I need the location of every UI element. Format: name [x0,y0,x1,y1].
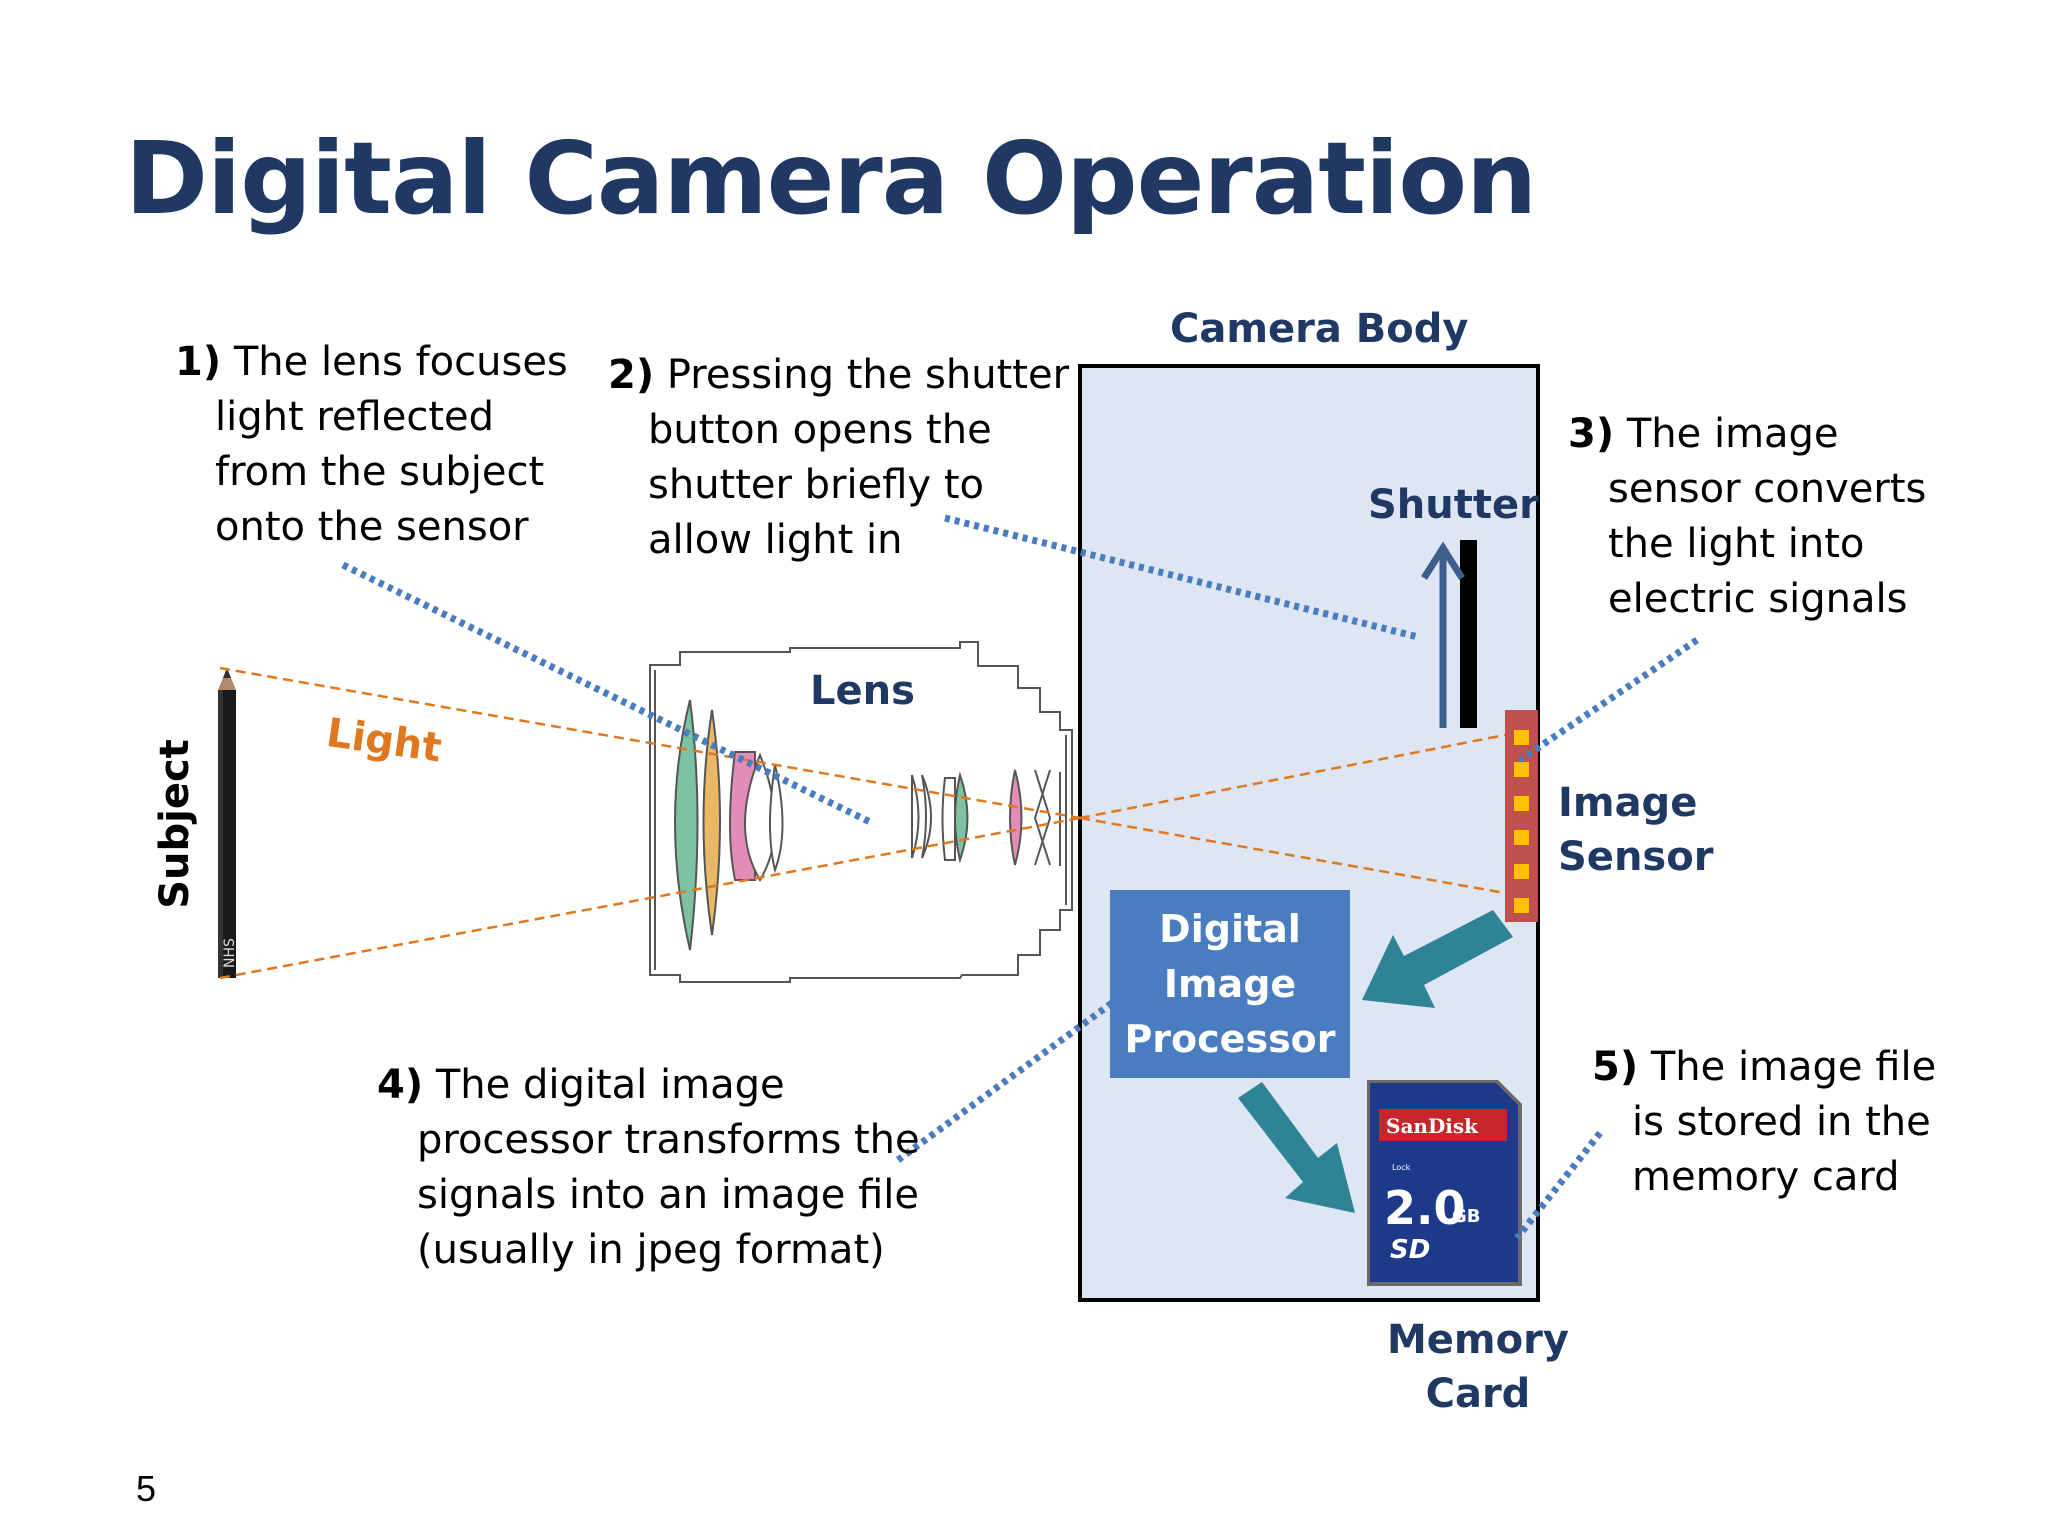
page-title: Digital Camera Operation [125,120,1537,237]
callout-4-number: 4) [377,1062,424,1108]
callout-3-line4: electric signals [1608,576,1908,622]
memory-card-label: Memory Card [1387,1313,1569,1421]
flow-arrow-icon [1238,910,1513,1213]
callout-2-number: 2) [608,352,655,398]
lens-icon [649,641,1073,983]
lens-label: Lens [810,668,915,714]
memory-card-label-line2: Card [1425,1371,1531,1417]
processor-label-line1: Digital [1159,906,1301,951]
processor-label-line2: Image [1163,961,1297,1006]
callout-5-number: 5) [1592,1044,1639,1090]
callout-1-line4: onto the sensor [215,504,529,550]
callout-1-line1: The lens focuses [233,339,568,385]
callout-1-line2: light reflected [215,394,495,440]
subject-label: Subject [152,739,198,909]
callout-3: 3) The image sensor converts the light i… [1568,407,1926,627]
sd-card-unit: GB [1452,1206,1481,1227]
image-sensor-label: Image Sensor [1558,776,1713,884]
callout-lines [341,514,1699,1241]
callout-5: 5) The image file is stored in the memor… [1592,1040,1936,1205]
pencil-icon: NHS [218,668,238,978]
callout-4-line3: signals into an image file [417,1172,920,1218]
sd-card-logo: SD [1390,1235,1430,1265]
slide-number: 5 [136,1468,157,1509]
image-sensor-label-line2: Sensor [1558,834,1714,880]
callout-4-line4: (usually in jpeg format) [417,1227,885,1273]
image-sensor-label-line1: Image [1558,780,1698,826]
callout-5-line3: memory card [1632,1154,1900,1200]
shutter-label: Shutter [1368,482,1539,528]
image-processor-box: Digital Image Processor [1110,890,1350,1078]
callout-5-line2: is stored in the [1632,1099,1931,1145]
image-sensor-icon [1505,710,1538,922]
callout-1-number: 1) [175,339,222,385]
callout-3-line2: sensor converts [1608,466,1927,512]
callout-1: 1) The lens focuses light reflected from… [175,335,568,555]
camera-body-label: Camera Body [1170,306,1469,352]
callout-5-line1: The image file [1650,1044,1937,1090]
callout-2-line2: button opens the [648,407,992,453]
callout-3-line1: The image [1626,411,1839,457]
sd-card-brand: SanDisk [1386,1114,1479,1138]
sd-card-capacity: 2.0 [1384,1181,1466,1235]
memory-card-label-line1: Memory [1387,1317,1569,1363]
pencil-brand-text: NHS [222,938,238,968]
sd-card-icon: SanDisk Lock 2.0 GB SD [1367,1080,1522,1286]
callout-4: 4) The digital image processor transform… [377,1058,920,1278]
callout-3-number: 3) [1568,411,1615,457]
light-rays [219,666,1506,980]
callout-2-line4: allow light in [648,517,903,563]
callout-2-line3: shutter briefly to [648,462,984,508]
processor-label-line3: Processor [1124,1016,1336,1061]
callout-3-line3: the light into [1608,521,1865,567]
callout-4-line2: processor transforms the [417,1117,920,1163]
callout-2: 2) Pressing the shutter button opens the… [608,348,1069,568]
sd-card-lock: Lock [1392,1163,1411,1172]
callout-1-line3: from the subject [215,449,545,495]
shutter-arrow-icon [1421,540,1477,728]
callout-4-line1: The digital image [435,1062,785,1108]
callout-2-line1: Pressing the shutter [666,352,1070,398]
